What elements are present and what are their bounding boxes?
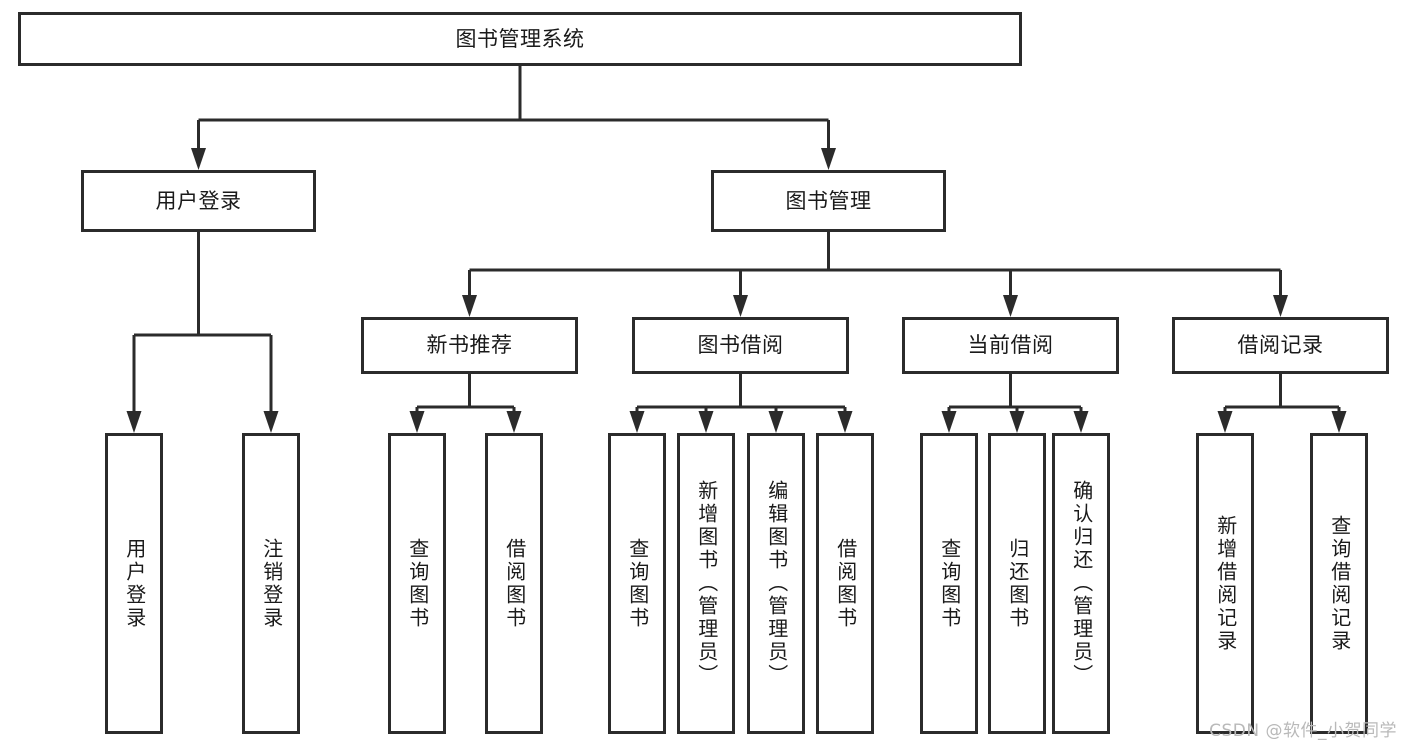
node-box-leaf_7[interactable]: [816, 433, 874, 734]
node-box-l2_1[interactable]: [711, 170, 946, 232]
node-box-l3_0[interactable]: [361, 317, 578, 374]
node-box-leaf_6[interactable]: [747, 433, 805, 734]
node-box-leaf_8[interactable]: [920, 433, 978, 734]
edges-layer: [126, 66, 1347, 433]
node-box-leaf_11[interactable]: [1196, 433, 1254, 734]
node-box-leaf_12[interactable]: [1310, 433, 1368, 734]
node-box-l3_2[interactable]: [902, 317, 1119, 374]
nodes-layer: [18, 12, 1389, 734]
edge-group-l3_1: [629, 374, 853, 433]
edge-group-l3_2: [941, 374, 1089, 433]
node-box-leaf_5[interactable]: [677, 433, 735, 734]
edge-group-l2_1: [462, 232, 1288, 317]
node-box-l3_1[interactable]: [632, 317, 849, 374]
node-box-leaf_3[interactable]: [485, 433, 543, 734]
edge-group-l3_3: [1217, 374, 1347, 433]
edge-group-l2_0: [126, 232, 279, 433]
node-box-leaf_0[interactable]: [105, 433, 163, 734]
node-box-l2_0[interactable]: [81, 170, 316, 232]
edge-group-root: [191, 66, 836, 170]
node-box-root[interactable]: [18, 12, 1022, 66]
node-box-leaf_10[interactable]: [1052, 433, 1110, 734]
node-box-leaf_1[interactable]: [242, 433, 300, 734]
edge-group-l3_0: [409, 374, 522, 433]
node-box-leaf_2[interactable]: [388, 433, 446, 734]
node-box-l3_3[interactable]: [1172, 317, 1389, 374]
node-box-leaf_4[interactable]: [608, 433, 666, 734]
node-box-leaf_9[interactable]: [988, 433, 1046, 734]
